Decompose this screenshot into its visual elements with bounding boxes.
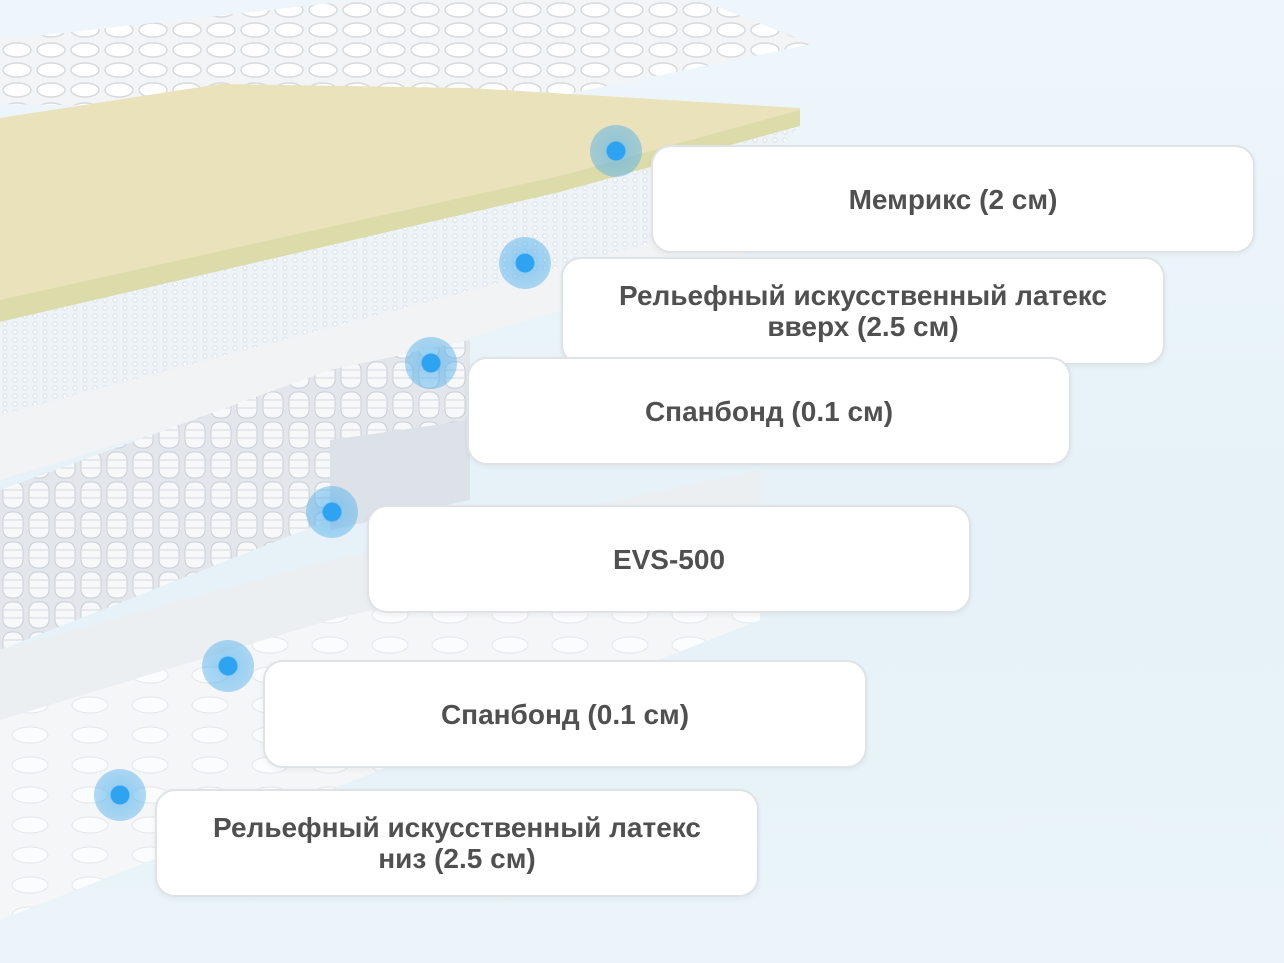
- spring-block-layer: [0, 340, 470, 650]
- layer-label-text: EVS-500: [612, 543, 726, 575]
- layer-label-spunbond-bottom: Спанбонд (0.1 см): [263, 660, 867, 768]
- layer-marker-6: [94, 769, 146, 821]
- layer-marker-5: [202, 640, 254, 692]
- layer-marker-4: [306, 486, 358, 538]
- quilted-cover-layer: [0, 0, 812, 112]
- layer-label-text: Рельефный искусственный латекс низ (2.5 …: [213, 812, 701, 874]
- layer-label-spunbond-top: Спанбонд (0.1 см): [467, 357, 1071, 465]
- layer-label-text: Рельефный искусственный латекс вверх (2.…: [619, 280, 1107, 342]
- layer-label-evs-500: EVS-500: [367, 505, 971, 613]
- layer-label-text: Спанбонд (0.1 см): [644, 395, 894, 427]
- layer-marker-2: [499, 237, 551, 289]
- relief-latex-top-layer: [0, 126, 800, 415]
- layer-label-relief-latex-top: Рельефный искусственный латекс вверх (2.…: [561, 257, 1165, 365]
- layer-marker-3: [405, 337, 457, 389]
- layer-label-text: Спанбонд (0.1 см): [440, 698, 690, 730]
- layer-label-relief-latex-bottom: Рельефный искусственный латекс низ (2.5 …: [155, 789, 759, 897]
- layer-label-memory-foam: Мемрикс (2 см): [651, 145, 1255, 253]
- layer-label-text: Мемрикс (2 см): [848, 183, 1058, 215]
- spring-block-side: [330, 420, 470, 530]
- memory-foam-edge: [0, 110, 800, 322]
- layer-marker-1: [590, 125, 642, 177]
